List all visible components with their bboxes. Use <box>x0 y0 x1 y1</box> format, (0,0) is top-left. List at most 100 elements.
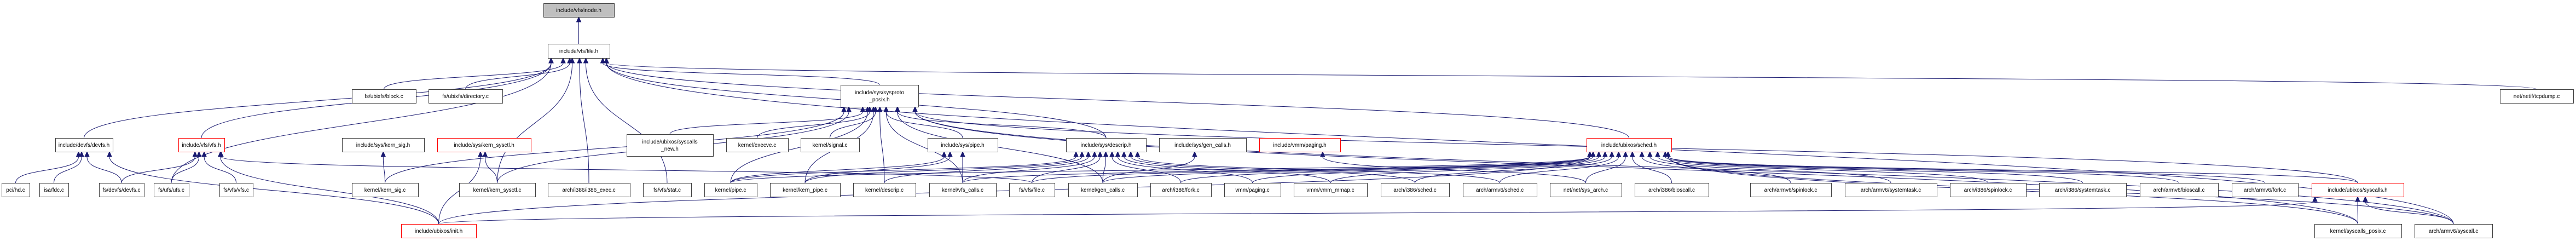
edge-sysproto_posix_h-to-file_h <box>602 62 880 85</box>
node-signal-c[interactable]: kernel/signal.c <box>801 138 860 152</box>
node-label: include/vfs/file.h <box>559 49 598 55</box>
node-label: include/sys/sysproto <box>855 90 904 96</box>
node-pipe-c[interactable]: kernel/pipe.c <box>704 183 757 197</box>
node-armv6-bioscall-c[interactable]: arch/armv6/bioscall.c <box>2140 183 2219 197</box>
arrowhead-icon <box>1192 151 1197 157</box>
node-gen-calls-h[interactable]: include/sys/gen_calls.h <box>1159 138 1247 152</box>
node-descrip-c[interactable]: kernel/descrip.c <box>853 183 916 197</box>
node-devfs-h[interactable]: include/devfs/devfs.h <box>55 138 113 152</box>
arrowhead-icon <box>201 151 207 157</box>
node-descrip-h[interactable]: include/sys/descrip.h <box>1066 138 1147 152</box>
node-kern-pipe-c[interactable]: kernel/kern_pipe.c <box>770 183 841 197</box>
node-vfs-h[interactable]: include/vfs/vfs.h <box>178 138 225 152</box>
node-box <box>99 183 144 197</box>
edge-vfs_file_c-to-sched_h <box>1032 156 1590 183</box>
node-vfs-c[interactable]: fs/vfs/vfs.c <box>219 183 253 197</box>
arrowhead-icon <box>1085 151 1091 157</box>
node-box <box>627 134 714 157</box>
arrowhead-icon <box>548 57 554 64</box>
node-armv6-systemtask-c[interactable]: arch/armv6/systemtask.c <box>1845 183 1937 197</box>
edge-vfs_file_c-to-descrip_h <box>1032 156 1101 183</box>
node-box <box>801 138 860 152</box>
arrowhead-icon <box>2312 196 2318 202</box>
node-box <box>1068 183 1138 197</box>
node-kern-sysctl-h[interactable]: include/sys/kern_sysctl.h <box>437 138 531 152</box>
node-box <box>352 183 419 197</box>
edge-gen_calls_c-to-sched_h <box>1102 156 1590 183</box>
node-tcpdump-c[interactable]: net/netif/tcpdump.c <box>2500 89 2574 104</box>
arrowhead-icon <box>877 106 883 112</box>
edge-kern_pipe_c-to-pipe_h <box>804 156 951 183</box>
node-kern-sysctl-c[interactable]: kernel/kern_sysctl.c <box>459 183 536 197</box>
node-hd-c[interactable]: pci/hd.c <box>2 183 30 197</box>
node-ufs-c[interactable]: fs/ufs/ufs.c <box>154 183 189 197</box>
arrowhead-icon <box>2355 196 2360 202</box>
node-paging-c[interactable]: vmm/paging.c <box>1224 183 1281 197</box>
node-pipe-h[interactable]: include/sys/pipe.h <box>928 138 998 152</box>
node-armv6-spinlock-c[interactable]: arch/armv6/spinlock.c <box>1750 183 1832 197</box>
node-init-h[interactable]: include/ubixos/init.h <box>401 224 477 238</box>
edge-armv6_sched_c-to-sched_h <box>1500 156 1619 183</box>
node-fdc-c[interactable]: isa/fdc.c <box>39 183 69 197</box>
node-syscalls-h[interactable]: include/ubixos/syscalls.h <box>2312 183 2404 197</box>
node-file-h[interactable]: include/vfs/file.h <box>548 44 610 59</box>
node-label: arch/armv6/sched.c <box>1476 187 1524 193</box>
node-sched-h[interactable]: include/ubixos/sched.h <box>1587 138 1672 152</box>
node-i386-bioscall-c[interactable]: arch/i386/bioscall.c <box>1635 183 1709 197</box>
arrowhead-icon <box>912 106 918 112</box>
arrowhead-icon <box>1134 151 1141 157</box>
node-sysproto-posix-h[interactable]: include/sys/sysproto_posix.h <box>841 85 919 107</box>
node-vmm-mmap-c[interactable]: vmm/vmm_mmap.c <box>1294 183 1368 197</box>
arrowhead-icon <box>1665 151 1671 157</box>
edges <box>15 16 2537 225</box>
node-i386-sched-c[interactable]: arch/i386/sched.c <box>1381 183 1450 197</box>
node-execve-c[interactable]: kernel/execve.c <box>726 138 789 152</box>
node-syscalls-posix-c[interactable]: kernel/syscalls_posix.c <box>2314 224 2402 238</box>
arrowhead-icon <box>192 151 198 157</box>
node-paging-h[interactable]: include/vmm/paging.h <box>1259 138 1341 152</box>
edge-vmm_mmap_c-to-sched_h <box>1330 156 1606 183</box>
arrowhead-icon <box>560 57 566 64</box>
node-kern-sig-h[interactable]: include/sys/kern_sig.h <box>342 138 425 152</box>
node-armv6-fork-c[interactable]: arch/armv6/fork.c <box>2232 183 2299 197</box>
arrowhead-icon <box>1623 151 1628 157</box>
node-kern-sig-c[interactable]: kernel/kern_sig.c <box>352 183 419 197</box>
node-vfs-file-c[interactable]: fs/vfs/file.c <box>1009 183 1055 197</box>
node-stat-c[interactable]: fs/vfs/stat.c <box>643 183 692 197</box>
node-i386-spinlock-c[interactable]: arch/i386/spinlock.c <box>1950 183 2027 197</box>
node-ubixfs-directory-c[interactable]: fs/ubixfs/directory.c <box>429 89 503 104</box>
edge-init_h-to-vfs_h <box>220 156 439 225</box>
node-gen-calls-c[interactable]: kernel/gen_calls.c <box>1068 183 1138 197</box>
edge-pipe_h-to-sysproto_posix_h <box>885 111 963 139</box>
node-box <box>2039 183 2127 197</box>
node-box <box>928 138 998 152</box>
node-box <box>643 183 692 197</box>
node-sys-arch-c[interactable]: net/net/sys_arch.c <box>1550 183 1622 197</box>
node-label: kernel/signal.c <box>813 142 848 148</box>
node-i386-exec-c[interactable]: arch/i386/i386_exec.c <box>548 183 630 197</box>
node-syscalls-new-h[interactable]: include/ubixos/syscalls_new.h <box>627 134 714 157</box>
arrowhead-icon <box>569 57 575 64</box>
node-box <box>2312 183 2404 197</box>
node-label: kernel/kern_sig.c <box>364 187 406 193</box>
node-i386-systemtask-c[interactable]: arch/i386/systemtask.c <box>2039 183 2127 197</box>
edge-syscalls_new_h-to-sysproto_posix_h <box>669 111 863 135</box>
node-box <box>548 183 630 197</box>
node-label: fs/ubixfs/directory.c <box>442 94 489 100</box>
edge-ufs_c-to-file_h <box>171 62 552 183</box>
node-armv6-sched-c[interactable]: arch/armv6/sched.c <box>1463 183 1537 197</box>
node-label: arch/armv6/spinlock.c <box>1764 187 1817 193</box>
node-box <box>352 89 416 104</box>
node-vfs-calls-c[interactable]: kernel/vfs_calls.c <box>929 183 997 197</box>
node-i386-fork-c[interactable]: arch/i386/fork.c <box>1150 183 1212 197</box>
node-box <box>1259 138 1341 152</box>
arrowhead-icon <box>1073 151 1079 157</box>
edge-pipe_c-to-descrip_h <box>730 156 1076 183</box>
node-armv6-syscall-c[interactable]: arch/armv6/syscall.c <box>2415 224 2493 238</box>
node-devfs-c[interactable]: fs/devfs/devfs.c <box>99 183 144 197</box>
node-ubixfs-block-c[interactable]: fs/ubixfs/block.c <box>352 89 416 104</box>
arrowhead-icon <box>84 151 90 157</box>
edge-sys_arch_c-to-paging_h <box>1322 156 1586 183</box>
node-box <box>2 183 30 197</box>
node-box <box>2314 224 2402 238</box>
